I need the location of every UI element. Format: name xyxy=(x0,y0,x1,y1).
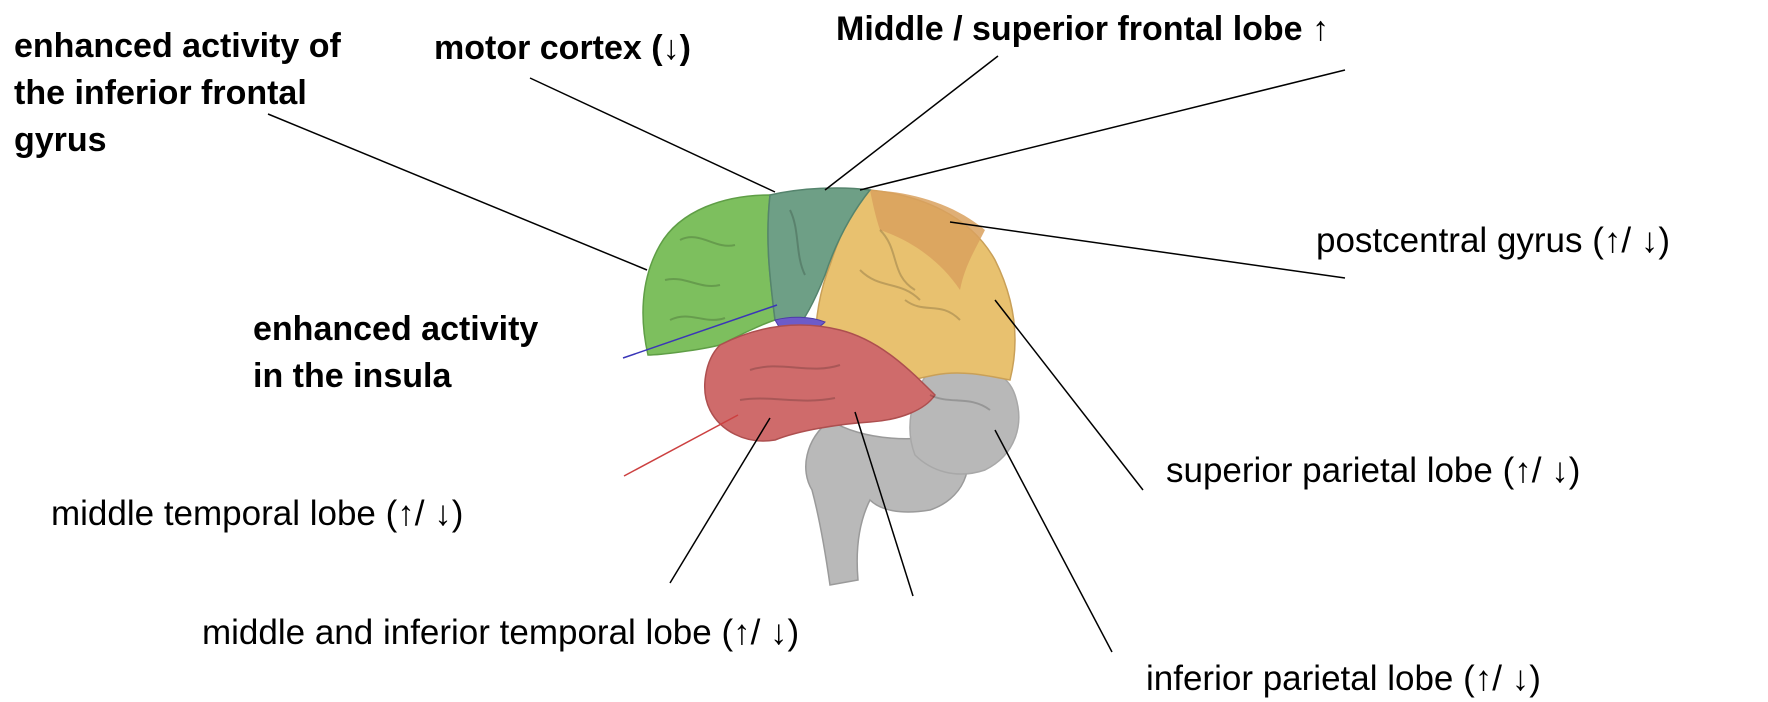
label-frontal-lobe: Middle / superior frontal lobe ↑ xyxy=(836,6,1329,53)
label-line: gyrus xyxy=(14,117,341,164)
label-inferior-parietal-lobe: inferior parietal lobe (↑/ ↓) xyxy=(1146,655,1541,702)
leader-postcentral xyxy=(950,222,1345,278)
leader-frontal-lobe xyxy=(825,56,998,190)
label-line: in the insula xyxy=(253,353,538,400)
leader-middle-temporal xyxy=(624,415,738,476)
leader-frontal-lobe-2 xyxy=(860,70,1345,190)
label-line: enhanced activity xyxy=(253,306,538,353)
label-middle-inferior-temporal-lobe: middle and inferior temporal lobe (↑/ ↓) xyxy=(202,609,799,656)
leader-motor-cortex xyxy=(530,78,775,192)
leader-superior-parietal xyxy=(995,300,1143,490)
label-insula: enhanced activity in the insula xyxy=(253,306,538,400)
leader-inferior-parietal xyxy=(995,430,1112,652)
occipital-lobe xyxy=(910,365,1019,474)
label-postcentral-gyrus: postcentral gyrus (↑/ ↓) xyxy=(1316,217,1670,264)
label-line: the inferior frontal xyxy=(14,70,341,117)
label-superior-parietal-lobe: superior parietal lobe (↑/ ↓) xyxy=(1166,447,1580,494)
label-middle-temporal-lobe: middle temporal lobe (↑/ ↓) xyxy=(51,490,463,537)
label-inferior-frontal-gyrus: enhanced activity of the inferior fronta… xyxy=(14,23,341,164)
label-line: enhanced activity of xyxy=(14,23,341,70)
label-motor-cortex: motor cortex (↓) xyxy=(434,25,691,72)
